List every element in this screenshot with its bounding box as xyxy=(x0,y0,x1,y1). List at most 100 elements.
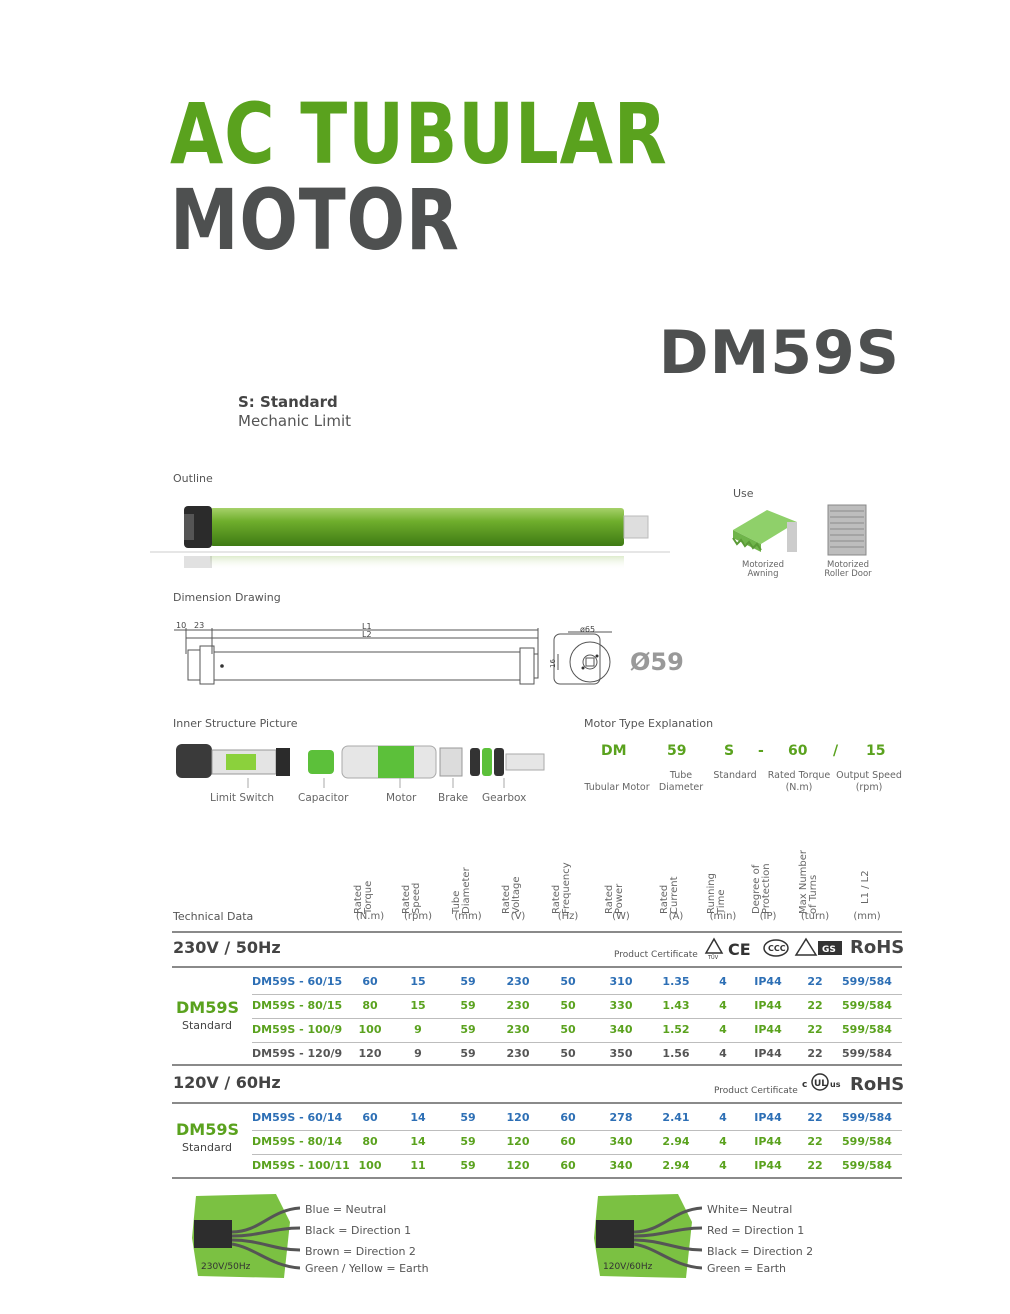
table-cell: 120 xyxy=(358,1047,382,1060)
use-door-line1: Motorized xyxy=(826,560,869,570)
table-cell: 59 xyxy=(460,975,476,988)
table-cell: 1.35 xyxy=(662,975,690,988)
dim-16: 16 xyxy=(549,659,557,668)
column-header: L1 / L2 xyxy=(860,870,871,904)
table-cell: 120 xyxy=(506,1111,530,1124)
column-unit: (rpm) xyxy=(403,911,432,922)
column-header-line1: L1 / L2 xyxy=(860,870,871,904)
row-model-name: DM59S - 100/11 xyxy=(252,1159,350,1172)
column-unit: (min) xyxy=(709,911,737,922)
table-cell: 22 xyxy=(807,1135,823,1148)
table-cell: 230 xyxy=(506,999,530,1012)
group-230-voltage: 230V / 50Hz xyxy=(173,938,281,957)
table-cell: 350 xyxy=(609,1047,633,1060)
column-unit: (turn) xyxy=(800,911,830,922)
mtype-code-59: 59 xyxy=(667,743,687,759)
table-cell: IP44 xyxy=(754,999,782,1012)
use-label: Use xyxy=(733,487,754,500)
roller-door-icon xyxy=(827,504,867,556)
table-cell: 22 xyxy=(807,975,823,988)
dimension-drawing: 10 23 L1 L2 ø65 16 xyxy=(174,621,612,685)
column-header-line2: of Turns xyxy=(808,874,819,914)
column-unit: (mm) xyxy=(454,911,482,922)
column-header-line2: Time xyxy=(716,889,727,914)
motor-outline-image xyxy=(150,506,670,570)
dim-l1: L1 xyxy=(362,622,372,631)
title-line-2: MOTOR xyxy=(170,171,460,269)
table-cell: 2.94 xyxy=(662,1135,690,1148)
rohs-230: RoHS xyxy=(850,937,905,958)
table-cell: 4 xyxy=(719,1159,727,1172)
table-cell: 60 xyxy=(560,1159,576,1172)
table-cell: 50 xyxy=(560,1023,576,1036)
table-cell: 59 xyxy=(460,1159,476,1172)
table-cell: 22 xyxy=(807,1111,823,1124)
inner-motor: Motor xyxy=(386,792,417,804)
column-header-line2: Protection xyxy=(761,863,772,914)
table-cell: 100 xyxy=(358,1159,382,1172)
awning-icon xyxy=(732,510,797,552)
title-line-1: AC TUBULAR xyxy=(170,85,668,183)
group-120-rule xyxy=(172,1102,902,1104)
use-awning-line2: Awning xyxy=(747,568,779,579)
group-120-cert-label: Product Certificate xyxy=(714,1086,798,1096)
table-cell: 2.94 xyxy=(662,1159,690,1172)
dim-10: 10 xyxy=(176,621,186,630)
table-cell: 4 xyxy=(719,1111,727,1124)
table-cell: 120 xyxy=(506,1135,530,1148)
table-cell: 340 xyxy=(609,1135,633,1148)
table-cell: 340 xyxy=(609,1023,633,1036)
mtype-code-60: 60 xyxy=(788,743,808,759)
mtype-code-dm: DM xyxy=(601,743,627,759)
table-cell: IP44 xyxy=(754,1135,782,1148)
svg-text:CE: CE xyxy=(728,940,751,959)
column-header-line2: Current xyxy=(669,876,680,914)
row-model-name: DM59S - 60/15 xyxy=(252,975,343,988)
table-cell: 22 xyxy=(807,1047,823,1060)
wiring-230-line-3: Brown = Direction 2 xyxy=(305,1245,416,1258)
group-120-model: DM59S xyxy=(176,1120,239,1139)
wiring-230-line-4: Green / Yellow = Earth xyxy=(305,1262,429,1275)
table-cell: 1.52 xyxy=(662,1023,690,1036)
mtype-cap-speed-2: (rpm) xyxy=(855,781,883,793)
table-cell: 599/584 xyxy=(842,1135,892,1148)
table-cell: 9 xyxy=(414,1023,422,1036)
table-cell: 50 xyxy=(560,999,576,1012)
type-description: Mechanic Limit xyxy=(238,412,351,430)
table-cell: 599/584 xyxy=(842,1047,892,1060)
table-cell: 310 xyxy=(609,975,633,988)
row-separator xyxy=(252,1130,902,1131)
column-unit: (IP) xyxy=(759,911,777,922)
table-cell: 60 xyxy=(362,1111,378,1124)
svg-text:us: us xyxy=(830,1080,841,1089)
table-cell: 2.41 xyxy=(662,1111,690,1124)
group-230-model-sub: Standard xyxy=(182,1019,233,1032)
table-cell: 60 xyxy=(560,1111,576,1124)
tube-diameter-mark: Ø59 xyxy=(630,648,684,676)
table-cell: 14 xyxy=(410,1111,426,1124)
table-cell: 59 xyxy=(460,999,476,1012)
group-230-rule-bottom xyxy=(172,1064,902,1066)
column-unit: (V) xyxy=(510,911,526,922)
table-cell: IP44 xyxy=(754,1159,782,1172)
column-unit: (A) xyxy=(668,911,684,922)
inner-gearbox: Gearbox xyxy=(482,792,527,804)
group-120-voltage: 120V / 60Hz xyxy=(173,1073,281,1092)
mtype-cap-torque-1: Rated Torque xyxy=(767,770,831,781)
table-cell: 15 xyxy=(410,999,426,1012)
wiring-120-line-2: Red = Direction 1 xyxy=(707,1224,805,1237)
table-cell: 80 xyxy=(362,1135,378,1148)
wiring-120-label: 120V/60Hz xyxy=(603,1262,653,1272)
outline-label: Outline xyxy=(173,472,213,485)
table-cell: 599/584 xyxy=(842,975,892,988)
table-cell: 50 xyxy=(560,1047,576,1060)
table-cell: 59 xyxy=(460,1047,476,1060)
dim-65: ø65 xyxy=(580,625,595,634)
column-header-line2: Frequency xyxy=(561,862,572,914)
dim-23: 23 xyxy=(194,621,204,630)
